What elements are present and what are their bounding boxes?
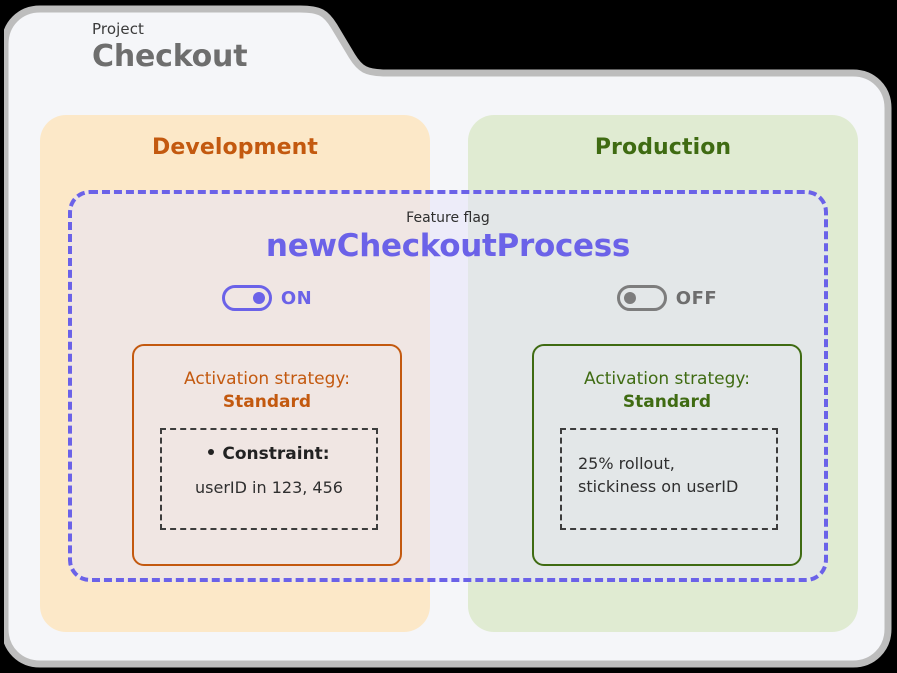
project-header: Project Checkout (92, 20, 248, 74)
constraint-title: Constraint: (222, 444, 330, 464)
environment-title-development: Development (152, 135, 318, 160)
strategy-label-development: Activation strategy: (184, 369, 350, 389)
environment-title-production: Production (594, 135, 732, 160)
toggle-knob-icon (623, 292, 636, 304)
feature-flag-toggle-production[interactable] (616, 285, 667, 311)
strategy-heading-production: Activation strategy: Standard (534, 368, 800, 414)
bullet-icon (208, 449, 215, 455)
feature-flag-kicker: Feature flag (406, 210, 490, 226)
feature-flag-overlay[interactable]: Feature flag newCheckoutProcess ON OFF A… (68, 190, 828, 582)
activation-strategy-development[interactable]: Activation strategy: Standard Constraint… (132, 344, 402, 566)
strategy-value-production: Standard (622, 391, 712, 412)
strategy-label-production: Activation strategy: (584, 369, 750, 389)
rollout-line-2: stickiness on userID (578, 477, 739, 497)
toggle-label-development: ON (280, 287, 313, 309)
toggle-label-production: OFF (675, 287, 718, 309)
project-kicker: Project (92, 20, 145, 38)
strategy-detail-production: 25% rollout, stickiness on userID (560, 428, 778, 530)
rollout-line-1: 25% rollout, (578, 454, 675, 473)
strategy-value-development: Standard (222, 391, 312, 412)
project-title: Checkout (92, 38, 248, 74)
strategy-detail-development: Constraint: userID in 123, 456 (160, 428, 378, 530)
activation-strategy-production[interactable]: Activation strategy: Standard 25% rollou… (532, 344, 802, 566)
toggle-row-development: ON (72, 285, 462, 311)
feature-flag-toggle-development[interactable] (221, 285, 272, 311)
constraint-value: userID in 123, 456 (195, 478, 343, 497)
constraint-row: Constraint: (168, 444, 370, 464)
feature-flag-name: newCheckoutProcess (265, 228, 631, 264)
toggle-knob-icon (252, 292, 265, 304)
strategy-heading-development: Activation strategy: Standard (134, 368, 400, 414)
toggle-row-production: OFF (472, 285, 862, 311)
